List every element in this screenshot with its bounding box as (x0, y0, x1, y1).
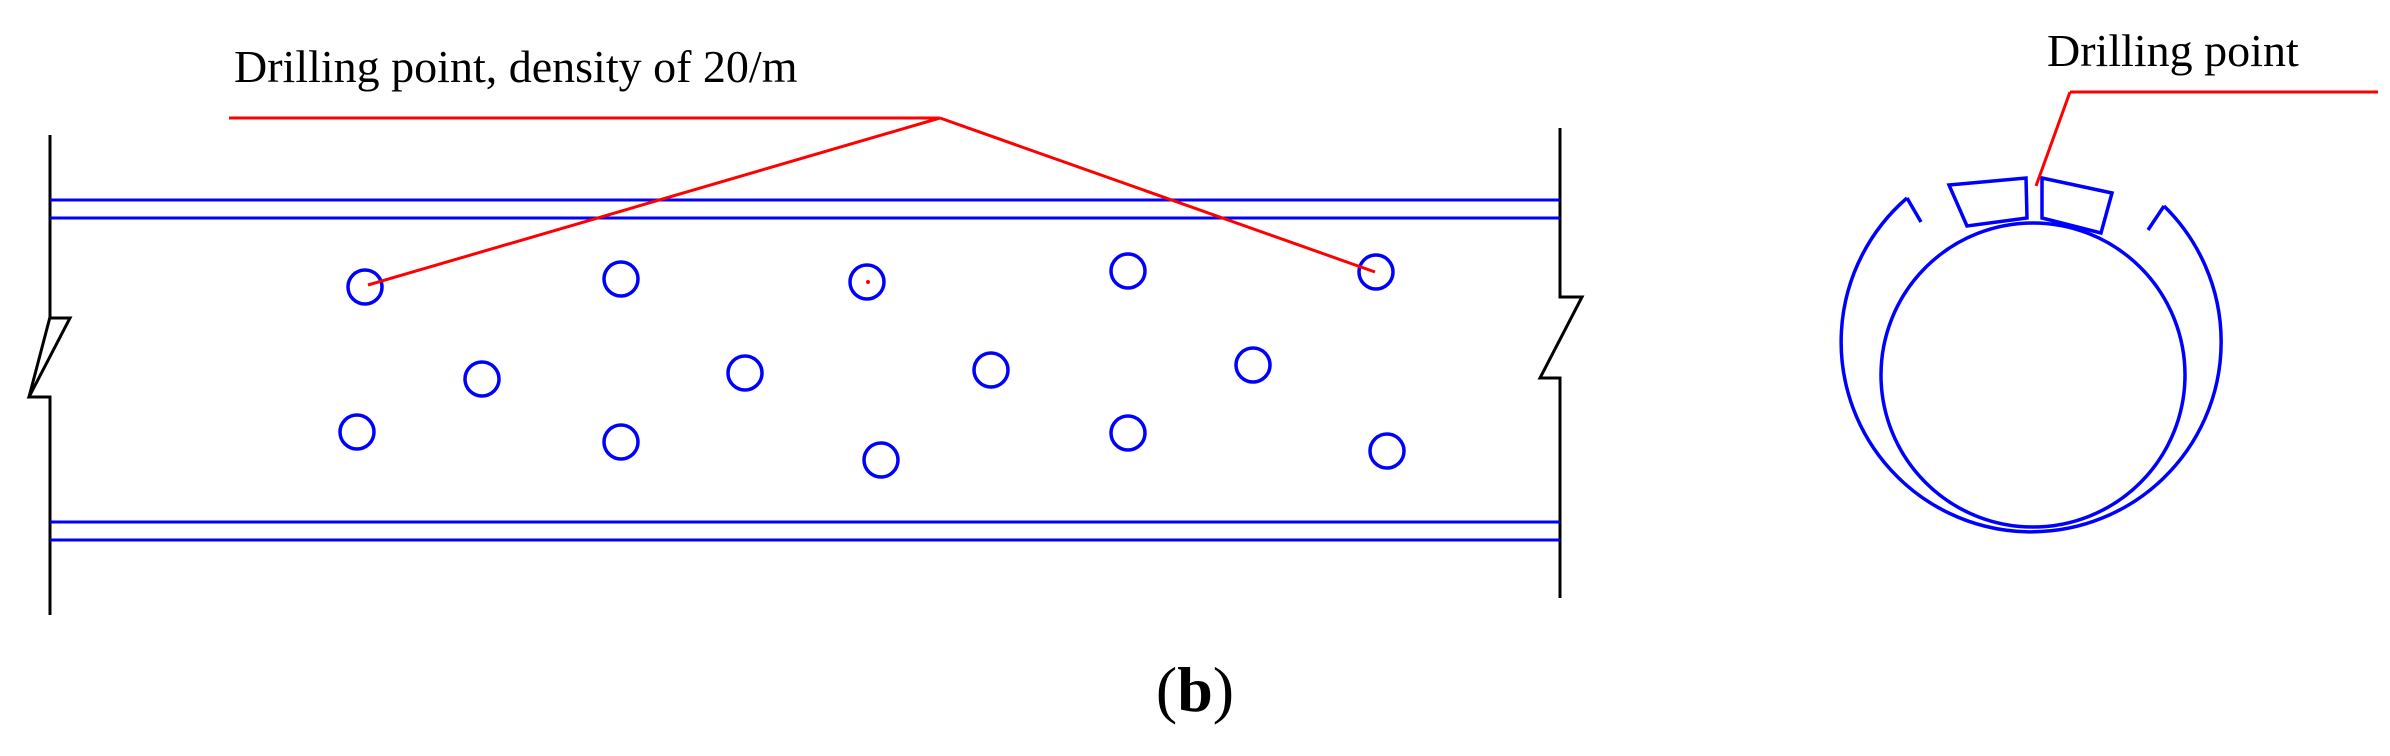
drilling-point (1368, 432, 1406, 470)
ring-inner-circle (1879, 221, 2187, 529)
ring-segment-right (2040, 175, 2115, 236)
caption-letter: b (1177, 654, 1213, 725)
drilling-point-label: Drilling point (2047, 25, 2299, 76)
drilling-point (1357, 253, 1395, 291)
left-break-line (27, 135, 52, 398)
drilling-point (862, 441, 900, 479)
caption-open-paren: ( (1155, 654, 1178, 725)
drilling-point (338, 413, 376, 451)
drilling-point (463, 360, 501, 398)
drilling-density-label: Drilling point, density of 20/m (234, 41, 798, 92)
drilling-point (972, 351, 1010, 389)
drilling-point-marker-dot (866, 280, 870, 284)
drilling-point (1109, 414, 1147, 452)
drilling-point (726, 354, 764, 392)
drilling-point (602, 423, 640, 461)
drilling-point (602, 260, 640, 298)
drilling-point (346, 268, 384, 306)
drilling-point (1109, 252, 1147, 290)
drilling-point (848, 263, 886, 301)
figure-caption: (b) (0, 658, 2390, 722)
ring-leader-line (2034, 90, 2378, 187)
right-break-line (1537, 128, 1585, 598)
drilling-points (338, 252, 1406, 479)
drilling-point (1234, 346, 1272, 384)
caption-close-paren: ) (1212, 654, 1235, 725)
pipe-top-wall (50, 198, 1560, 220)
ring-segment-left (1946, 176, 2029, 228)
pipe-bottom-wall (50, 520, 1560, 542)
main-leader-lines (229, 116, 1376, 287)
ring-outer-arc (1839, 196, 2223, 534)
ring-cross-section (1839, 175, 2223, 534)
left-break-line-lower (26, 135, 73, 615)
